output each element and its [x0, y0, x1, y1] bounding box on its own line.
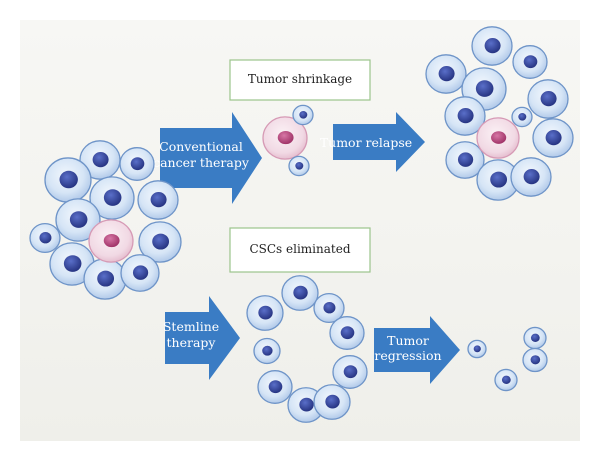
tumor-cell — [425, 54, 467, 94]
tumor-cell — [55, 198, 101, 242]
tumor-cell — [313, 384, 351, 420]
tumor-cell — [44, 157, 92, 203]
stemline-arrow-line1: Stemline — [163, 319, 219, 334]
tumor-cell — [527, 79, 569, 119]
tumor-cell — [510, 157, 552, 197]
cancer-stem-cell — [88, 219, 134, 263]
tumor-cell — [445, 141, 485, 179]
residual-cell — [494, 368, 518, 392]
relapse-arrow-line1: Tumor relapse — [320, 135, 412, 150]
residual-cell — [467, 339, 487, 359]
residual-cell — [523, 326, 547, 350]
tumor-cell — [511, 106, 533, 128]
tumor-cell — [471, 26, 513, 66]
tumor-cell — [29, 222, 61, 254]
conventional-arrow-line1: Conventional — [159, 139, 243, 154]
diagram-canvas: Tumor shrinkage CSCs eliminated Conventi… — [20, 20, 580, 441]
tumor-cell — [253, 337, 281, 365]
tumor-cell — [49, 242, 95, 286]
stemline-arrow-line2: therapy — [167, 335, 217, 350]
tumor-cell — [313, 292, 345, 324]
tumor-cell — [281, 275, 319, 311]
tumor-cell — [444, 96, 486, 136]
cancer-stem-cell — [476, 117, 520, 159]
tumor-cell — [83, 258, 127, 300]
tumor-shrinkage-label: Tumor shrinkage — [248, 72, 352, 86]
tumor-cell — [89, 176, 135, 220]
tumor-cell — [512, 45, 548, 79]
cell-clusters — [29, 26, 574, 423]
tumor-relapse-arrow: Tumor relapse — [320, 112, 425, 172]
regression-arrow-line1: Tumor — [387, 333, 429, 348]
tumor-cell — [79, 140, 121, 180]
tumor-cell — [120, 254, 160, 292]
tumor-cell — [119, 147, 155, 181]
tumor-cell — [476, 159, 520, 201]
tumor-cell — [332, 355, 368, 389]
tumor-cell — [257, 370, 293, 404]
conventional-arrow-line2: cancer therapy — [153, 155, 250, 170]
cscs-eliminated-box: CSCs eliminated — [229, 227, 371, 273]
tumor-cell — [138, 221, 182, 263]
tumor-shrinkage-box: Tumor shrinkage — [229, 59, 371, 101]
tumor-cell — [292, 104, 314, 126]
regression-arrow-line2: regression — [374, 348, 441, 363]
tumor-cell — [288, 155, 310, 177]
conventional-therapy-arrow: Conventional cancer therapy — [153, 112, 262, 204]
tumor-cell — [329, 316, 365, 350]
stemline-therapy-arrow: Stemline therapy — [163, 296, 240, 380]
therapy-diagram: Tumor shrinkage CSCs eliminated Conventi… — [29, 26, 574, 423]
cscs-eliminated-label: CSCs eliminated — [249, 242, 350, 256]
tumor-cell — [246, 295, 284, 331]
residual-cell — [522, 347, 548, 373]
surviving-stem-cell — [262, 116, 308, 160]
tumor-cell — [137, 180, 179, 220]
tumor-regression-arrow: Tumor regression — [374, 316, 460, 384]
tumor-cell — [532, 118, 574, 158]
